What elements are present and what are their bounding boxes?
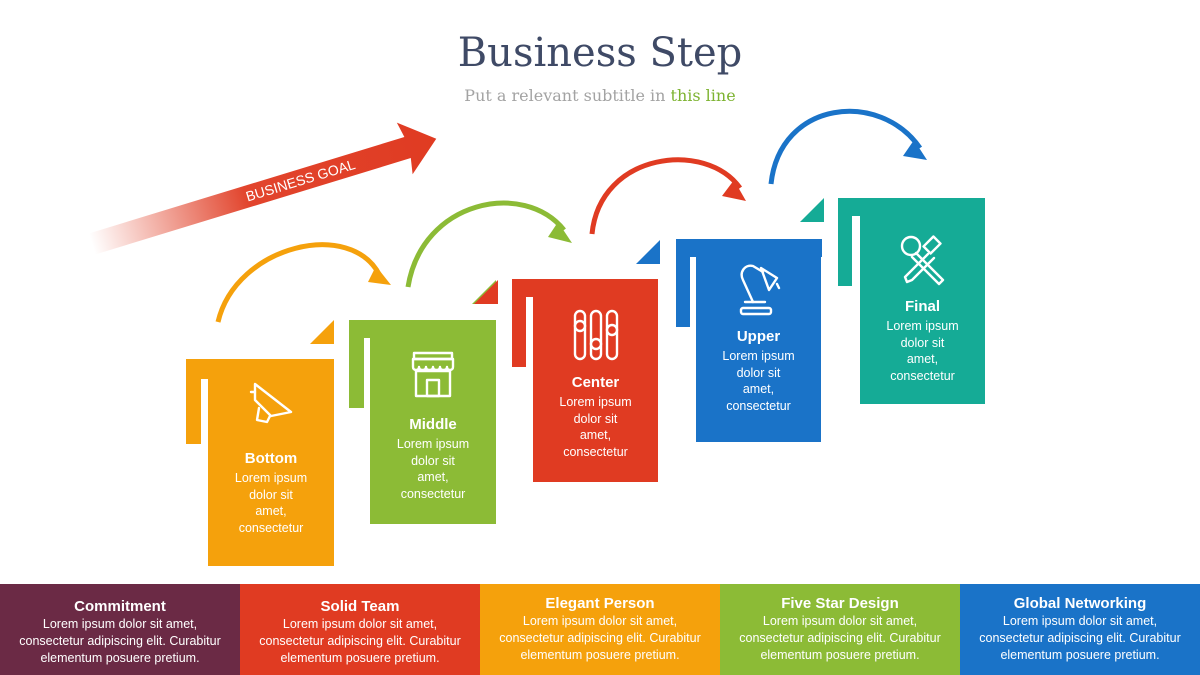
step-flap <box>838 198 985 216</box>
step-fold-triangle <box>800 198 824 222</box>
subtitle-highlight: this line <box>670 86 736 105</box>
step-block-center <box>474 279 658 482</box>
step-description: Lorem ipsum dolor sit amet, consectetur <box>722 349 795 413</box>
step-name: Middle <box>409 416 457 433</box>
step-description: Lorem ipsum dolor sit amet, consectetur <box>559 395 632 459</box>
connector-arrowhead-blue <box>903 140 927 160</box>
band-description: Lorem ipsum dolor sit amet, consectetur … <box>739 614 941 662</box>
step-middle: Middle Lorem ipsum dolor sit amet, conse… <box>370 350 496 502</box>
storefront-icon <box>409 350 457 400</box>
connector-arrow-red <box>589 157 743 235</box>
step-upper: Upper Lorem ipsum dolor sit amet, consec… <box>696 262 821 414</box>
step-card <box>208 376 334 566</box>
step-description: Lorem ipsum dolor sit amet, consectetur <box>886 319 959 383</box>
band-title: Solid Team <box>320 598 400 615</box>
page-subtitle: Put a relevant subtitle in this line <box>0 86 1200 105</box>
step-description: Lorem ipsum dolor sit amet, consectetur <box>396 437 470 501</box>
connector-arrowhead-red <box>722 180 746 201</box>
step-name: Bottom <box>244 450 298 467</box>
goal-arrow-label: BUSINESS GOAL <box>244 156 358 205</box>
step-block-bottom <box>186 320 334 566</box>
band-elegant-person: Elegant Person Lorem ipsum dolor sit ame… <box>480 584 720 675</box>
step-center: Center Lorem ipsum dolor sit amet, conse… <box>533 308 658 460</box>
connector-arrow-orange <box>215 242 383 323</box>
step-card <box>533 296 658 482</box>
connector-arrow-green <box>405 200 566 288</box>
step-fold-triangle <box>636 240 660 264</box>
band-solid-team: Solid Team Lorem ipsum dolor sit amet, c… <box>240 584 480 675</box>
step-flap <box>349 320 496 338</box>
step-fold-triangle <box>310 320 334 344</box>
connector-arrowhead-green <box>548 222 572 243</box>
connector-arrowhead-orange <box>368 266 391 285</box>
page-title: Business Step <box>457 30 743 76</box>
connector-arrow-blue <box>768 108 923 185</box>
step-block-upper <box>636 239 822 442</box>
step-flap-side <box>512 279 526 367</box>
step-flap-side <box>186 359 201 444</box>
step-flap-side <box>349 320 364 408</box>
band-description: Lorem ipsum dolor sit amet, consectetur … <box>499 614 701 662</box>
step-bottom: Bottom Lorem ipsum dolor sit amet, conse… <box>208 378 334 536</box>
band-global-networking: Global Networking Lorem ipsum dolor sit … <box>960 584 1200 675</box>
band-description: Lorem ipsum dolor sit amet, consectetur … <box>19 617 221 665</box>
step-flap <box>186 359 334 379</box>
band-title: Five Star Design <box>781 595 899 612</box>
megaphone-icon <box>245 378 297 430</box>
step-flap-side <box>838 198 852 286</box>
band-five-star-design: Five Star Design Lorem ipsum dolor sit a… <box>720 584 960 675</box>
sliders-icon <box>572 308 620 362</box>
subtitle-text: Put a relevant subtitle in <box>464 86 671 105</box>
band-commitment: Commitment Lorem ipsum dolor sit amet, c… <box>0 584 240 675</box>
step-name: Final <box>904 298 940 315</box>
step-flap <box>512 279 658 297</box>
step-name: Upper <box>736 328 781 345</box>
step-fold-triangle <box>474 280 498 304</box>
step-flap <box>676 239 822 257</box>
desk-lamp-icon <box>733 262 785 320</box>
business-goal-arrow: BUSINESS GOAL <box>88 122 437 255</box>
step-flap-side <box>676 239 690 327</box>
goal-arrow-shape <box>88 122 437 255</box>
step-card <box>696 256 821 442</box>
band-description: Lorem ipsum dolor sit amet, consectetur … <box>979 614 1181 662</box>
step-block-final <box>800 198 985 404</box>
band-description: Lorem ipsum dolor sit amet, consectetur … <box>259 617 461 665</box>
step-description: Lorem ipsum dolor sit amet, consectetur <box>234 471 308 535</box>
band-title: Elegant Person <box>545 595 655 612</box>
step-name: Center <box>571 374 620 391</box>
step-final: Final Lorem ipsum dolor sit amet, consec… <box>860 234 985 384</box>
band-title: Global Networking <box>1013 595 1147 612</box>
tools-icon <box>897 234 949 286</box>
band-title: Commitment <box>74 598 166 615</box>
